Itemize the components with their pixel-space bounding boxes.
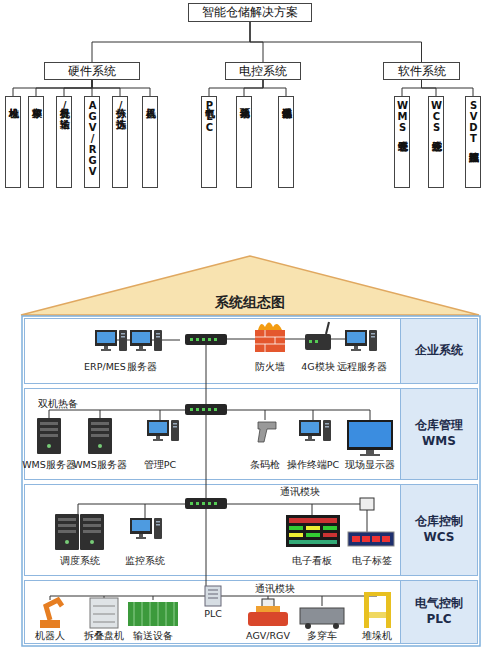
device-label: 监控系统 (125, 556, 165, 566)
device-label: 操作终端PC (287, 460, 339, 470)
leaf-box: SVDT视频追踪 (465, 96, 481, 188)
tree-connector (92, 80, 150, 96)
device-label: 多穿车 (307, 631, 337, 641)
tree-connector (250, 22, 263, 62)
band-label-area: 仓库管理 WMS (400, 389, 477, 479)
band-label-area: 企业系统 (400, 319, 477, 383)
device-label: 调度系统 (60, 556, 100, 566)
layer-band: 企业系统 (24, 318, 478, 384)
leaf-box: AGV/RGV (84, 96, 100, 188)
device-label: 双机热备 (38, 399, 78, 409)
tree-connector (422, 80, 437, 96)
leaf-box: 提升机/输送 (56, 96, 72, 188)
node-text: 仓库管理 WMS (410, 418, 468, 449)
device-label: 通讯模块 (255, 584, 295, 594)
tree-connector (209, 80, 263, 96)
node-text: 智能仓储解决方案 (202, 4, 298, 21)
device-label: 远程服务器 (337, 362, 387, 372)
device-label: WMS服务器 (73, 460, 127, 470)
leaf-box: 分拣/拣选 (112, 96, 128, 188)
node-text: 仓库控制 WCS (410, 514, 468, 545)
device-label: 堆垛机 (362, 631, 392, 641)
node-text: 企业系统 (410, 343, 468, 359)
node-text: 提升机/输送 (59, 100, 69, 111)
leaf-box: 电气PLC (201, 96, 217, 188)
node-text: AGV/RGV (87, 100, 97, 177)
tree-connector (92, 22, 250, 62)
node-text: 电气PLC (204, 100, 214, 133)
node-text: 软件系统 (398, 63, 446, 80)
device-label: 条码枪 (250, 460, 280, 470)
node-text: WCS仓控系统 (431, 100, 441, 133)
device-label: 现场显示器 (345, 460, 395, 470)
device-label: 管理PC (144, 460, 176, 470)
roof-shape: 系统组态图 (20, 255, 480, 316)
leaf-box: WMS仓管系统 (394, 96, 410, 188)
tree-connector (64, 80, 92, 96)
node-text: WMS仓管系统 (397, 100, 407, 133)
node-text: SVDT视频追踪 (468, 100, 478, 144)
leaf-box: 穿梭车 (28, 96, 44, 188)
process-box: 智能仓储解决方案 (188, 3, 312, 22)
device-label: AGV/RGV (246, 631, 290, 641)
device-label: 输送设备 (133, 631, 173, 641)
device-label: 防火墙 (255, 362, 285, 372)
device-label: 拆叠盘机 (84, 631, 124, 641)
process-box: 硬件系统 (44, 62, 140, 80)
tree-connector (244, 80, 263, 96)
house-frame (22, 316, 480, 646)
node-text: 电气控制 PLC (410, 596, 468, 627)
device-label: WMS服务器 (22, 460, 76, 470)
tree-connector (92, 80, 120, 96)
leaf-box: 机器人 (142, 96, 158, 188)
tree-connector (422, 80, 474, 96)
tree-connector (250, 22, 422, 62)
device-label: 机器人 (35, 631, 65, 641)
tree-connector (402, 80, 422, 96)
device-label: 服务器 (127, 362, 157, 372)
process-box: 软件系统 (383, 62, 460, 80)
leaf-box: WCS仓控系统 (428, 96, 444, 188)
tree-connector (263, 80, 286, 96)
roof-outline (21, 256, 479, 315)
tree-connector (92, 80, 93, 96)
leaf-box: 堆垛机 (5, 96, 21, 188)
band-label-area: 仓库控制 WCS (400, 485, 477, 575)
tree-connector (13, 80, 92, 96)
leaf-box: 通讯传感器 (278, 96, 294, 188)
process-box: 电控系统 (225, 62, 301, 80)
leaf-box: 驱动单元 (236, 96, 252, 188)
device-label: 电子看板 (292, 556, 332, 566)
device-label: 通讯模块 (280, 487, 320, 497)
node-text: 分拣/拣选 (115, 100, 125, 111)
device-label: PLC (204, 609, 222, 619)
band-label-area: 电气控制 PLC (400, 581, 477, 643)
device-label: 电子标签 (352, 556, 392, 566)
node-text: 电控系统 (239, 63, 287, 80)
device-label: ERP/MES (84, 362, 126, 372)
device-label: 4G模块 (301, 362, 334, 372)
node-text: 系统组态图 (20, 294, 480, 312)
tree-connector (36, 80, 92, 96)
node-text: 硬件系统 (68, 63, 116, 80)
